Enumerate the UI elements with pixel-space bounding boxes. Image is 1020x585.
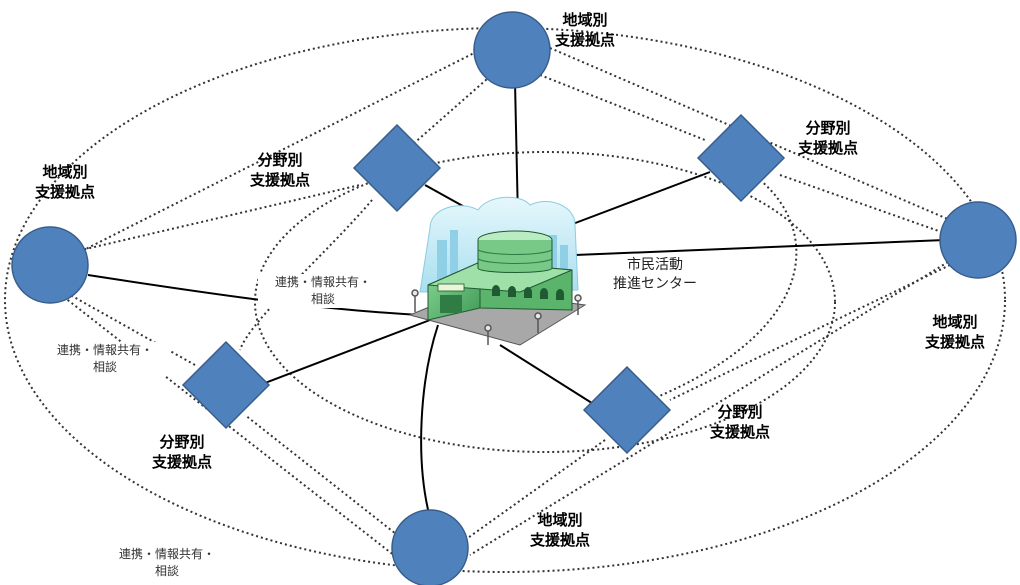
- lamp-head-2: [484, 324, 492, 332]
- outer-ring: [4, 27, 1006, 573]
- regional-hub-bottom[interactable]: [391, 509, 469, 585]
- regional-hub-label-left-text: 地域別 支援拠点: [34, 163, 95, 201]
- dotted-link-right-to-bottom: [469, 261, 949, 556]
- dotted-link-field-tr-to-field-br: [649, 179, 798, 401]
- inner-ring-ellipse: [254, 151, 836, 453]
- solid-link-field-bl: [264, 319, 431, 384]
- field-hub-label-bottom-left-text: 分野別 支援拠点: [151, 433, 212, 471]
- outer-ring-ellipse: [4, 27, 1006, 573]
- solid-links: [87, 81, 946, 519]
- regional-hub-label-left: 地域別 支援拠点: [20, 162, 110, 202]
- dotted-link-left-to-field-tl: [59, 184, 361, 256]
- lamp-head-3: [534, 312, 542, 320]
- inner-ring: [254, 151, 836, 453]
- building-sign: [437, 283, 465, 292]
- building-skyline-a: [437, 240, 447, 280]
- field-hub-label-top-right: 分野別 支援拠点: [783, 118, 873, 158]
- solid-link-field-br: [499, 344, 596, 406]
- link-label-bottom-text: 連携・情報共有・ 相談: [118, 547, 215, 578]
- building-entrance: [440, 295, 462, 313]
- field-hub-label-top-left: 分野別 支援拠点: [235, 150, 325, 190]
- regional-hub-label-top-text: 地域別 支援拠点: [554, 11, 615, 49]
- field-hubs: [181, 113, 786, 455]
- field-hub-top-right[interactable]: [696, 113, 786, 203]
- building-window-5: [556, 289, 564, 300]
- center-label: 市民活動 推進センター: [600, 256, 710, 294]
- field-hub-bottom-right[interactable]: [582, 365, 672, 455]
- lamp-head-1: [411, 289, 419, 297]
- dotted-link-field-tl-to-top: [394, 71, 496, 161]
- field-hub-label-bottom-right-text: 分野別 支援拠点: [709, 403, 770, 441]
- solid-link-bottom: [420, 324, 439, 519]
- dotted-link-field-br-to-bottom: [464, 439, 606, 541]
- dotted-link-bottom-to-field-bl: [244, 414, 411, 546]
- building-skyline-b: [450, 230, 458, 280]
- solid-link-right: [574, 239, 946, 256]
- building-window-1: [492, 285, 500, 296]
- solid-link-field-tr: [569, 171, 711, 226]
- dotted-link-right-to-field-br: [669, 264, 951, 401]
- building-window-4: [540, 288, 548, 299]
- field-hub-label-bottom-left: 分野別 支援拠点: [137, 432, 227, 472]
- center-label-text: 市民活動 推進センター: [613, 257, 697, 292]
- regional-hubs: [11, 11, 1017, 585]
- building-windows: [492, 285, 564, 300]
- field-hub-label-top-right-text: 分野別 支援拠点: [797, 119, 858, 157]
- link-label-left: 連携・情報共有・ 相談: [40, 342, 170, 376]
- regional-hub-label-right-text: 地域別 支援拠点: [924, 313, 985, 351]
- building-skyline-d: [560, 245, 568, 280]
- regional-hub-label-bottom: 地域別 支援拠点: [515, 510, 605, 550]
- field-hub-bottom-left[interactable]: [181, 340, 271, 430]
- dotted-link-top-to-field-tr: [539, 74, 706, 141]
- link-label-center: 連携・情報共有・ 相談: [258, 274, 388, 308]
- field-hub-label-bottom-right: 分野別 支援拠点: [695, 402, 785, 442]
- solid-link-top: [514, 81, 519, 221]
- dotted-link-bottom-to-left: [54, 289, 401, 561]
- link-label-left-text: 連携・情報共有・ 相談: [56, 343, 153, 374]
- dotted-links: [54, 47, 951, 561]
- building-window-2: [508, 286, 516, 297]
- lamp-head-4: [574, 294, 582, 302]
- field-hub-top-left[interactable]: [352, 123, 442, 213]
- dotted-link-top-left-to-top: [59, 49, 481, 263]
- link-label-bottom: 連携・情報共有・ 相談: [102, 546, 232, 580]
- regional-hub-left[interactable]: [11, 226, 89, 304]
- building-lamps: [411, 289, 582, 345]
- dotted-link-field-tr-to-right: [779, 174, 951, 236]
- building-drum-lines: [477, 249, 553, 264]
- regional-hub-top[interactable]: [473, 11, 551, 89]
- regional-hub-label-bottom-text: 地域別 支援拠点: [529, 511, 590, 549]
- building-window-3: [524, 287, 532, 298]
- dotted-link-field-tl-to-field-bl: [239, 199, 373, 351]
- field-hub-label-top-left-text: 分野別 支援拠点: [249, 151, 310, 189]
- link-label-center-text: 連携・情報共有・ 相談: [274, 275, 371, 306]
- center-building-icon: [408, 196, 587, 346]
- regional-hub-label-right: 地域別 支援拠点: [910, 312, 1000, 352]
- regional-hub-label-top: 地域別 支援拠点: [540, 10, 630, 50]
- building-drum-body: [477, 240, 553, 273]
- regional-hub-right[interactable]: [939, 201, 1017, 279]
